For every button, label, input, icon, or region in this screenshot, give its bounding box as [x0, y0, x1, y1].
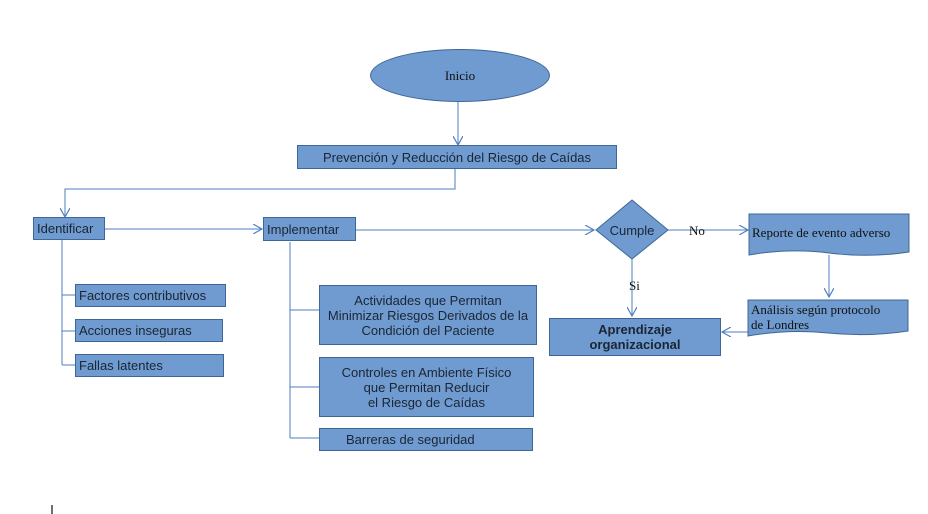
london-analysis-label: Análisis según protocolo de Londres: [751, 302, 881, 332]
implement-item-label: Barreras de seguridad: [346, 432, 475, 447]
organizational-learning-label: Aprendizaje organizacional: [589, 322, 681, 352]
decision-diamond: [595, 199, 669, 260]
implement-item-label: Controles en Ambiente Físico que Permita…: [341, 364, 512, 410]
identify-item-latent-failures: Fallas latentes: [75, 354, 224, 377]
implement-item-patient-risk-activities: Actividades que Permitan Minimizar Riesg…: [319, 285, 537, 345]
identify-item-unsafe-actions: Acciones inseguras: [75, 319, 223, 342]
implement-node: Implementar: [263, 217, 356, 241]
identify-item-label: Acciones inseguras: [79, 323, 192, 338]
adverse-report-label: Reporte de evento adverso: [752, 225, 891, 240]
decision-label: Cumple: [609, 222, 655, 238]
implement-item-safety-barriers: Barreras de seguridad: [319, 428, 533, 451]
process-prevention: Prevención y Reducción del Riesgo de Caí…: [297, 145, 617, 169]
identify-item-contributing-factors: Factores contributivos: [75, 284, 226, 307]
analysis-document-shape: [747, 299, 909, 337]
identify-label: Identificar: [37, 221, 94, 236]
identify-item-label: Fallas latentes: [79, 358, 163, 373]
identify-item-label: Factores contributivos: [79, 288, 207, 303]
identify-node: Identificar: [33, 217, 105, 240]
arrow-process-to-identify: [65, 168, 456, 217]
organizational-learning-node: Aprendizaje organizacional: [549, 318, 721, 356]
start-node: Inicio: [370, 49, 550, 102]
report-document-shape: [748, 213, 910, 256]
implement-item-physical-environment-controls: Controles en Ambiente Físico que Permita…: [319, 357, 534, 417]
decision-no-label: No: [689, 223, 705, 238]
process-prevention-label: Prevención y Reducción del Riesgo de Caí…: [322, 149, 592, 165]
decision-yes-label: Si: [629, 278, 640, 293]
implement-item-label: Actividades que Permitan Minimizar Riesg…: [327, 292, 529, 338]
start-label: Inicio: [444, 67, 476, 83]
implement-label: Implementar: [267, 221, 340, 237]
